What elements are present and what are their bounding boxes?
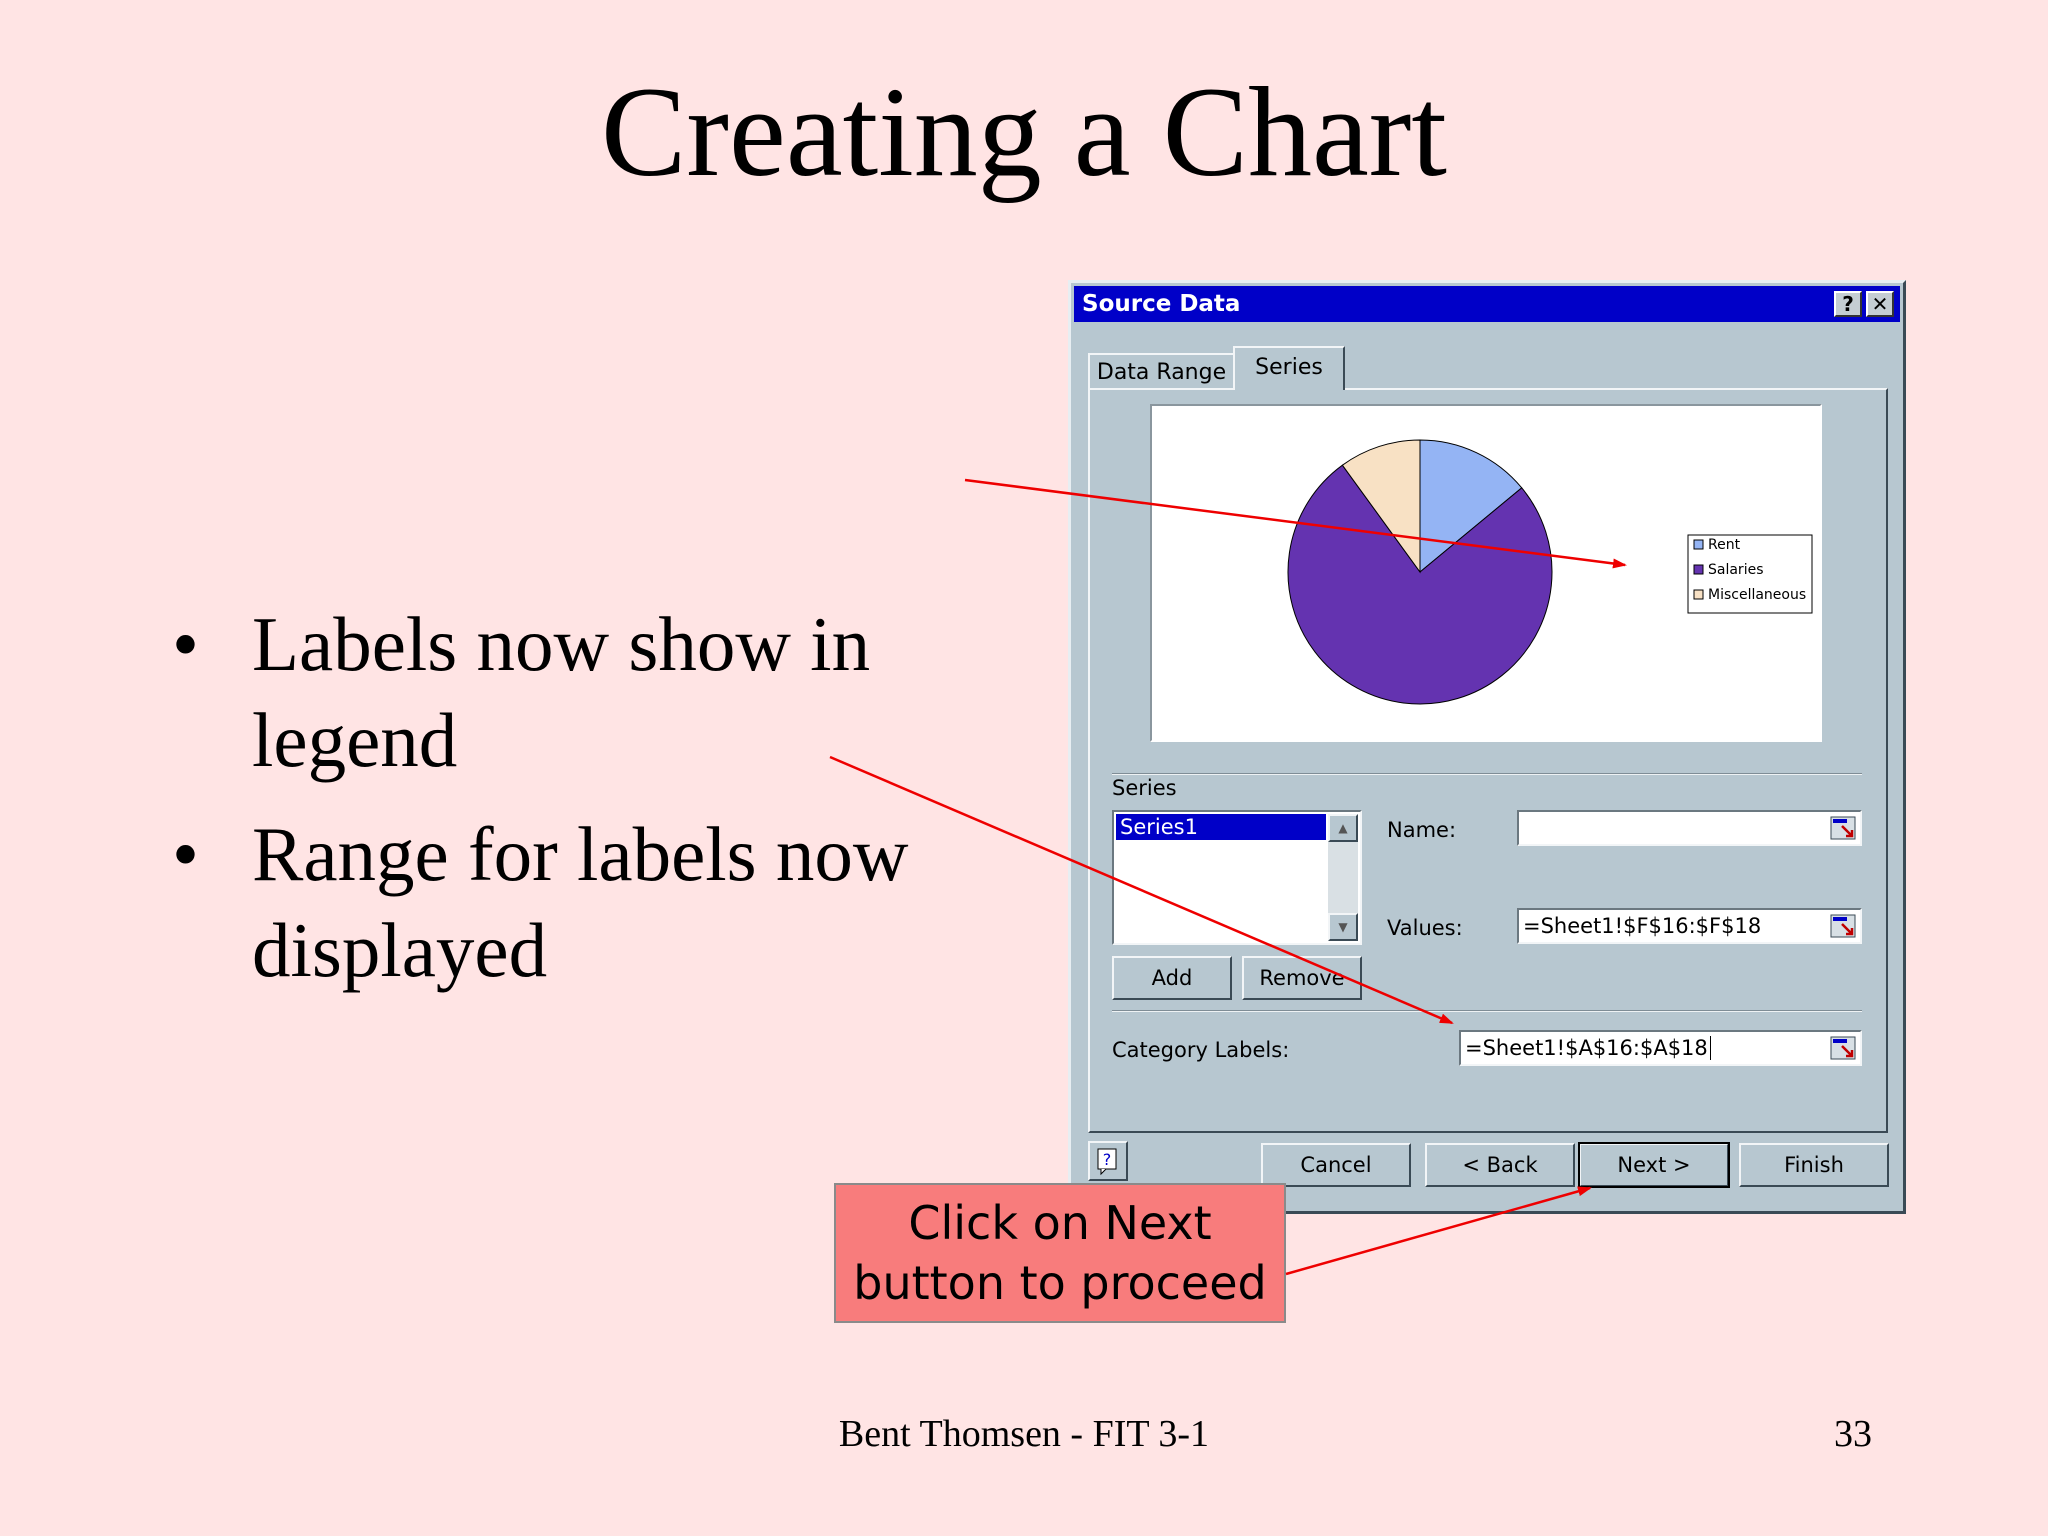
close-button[interactable]: ✕ [1866,291,1894,317]
legend-label: Miscellaneous [1708,587,1806,603]
category-labels-field-value: =Sheet1!$A$16:$A$18 [1465,1036,1708,1060]
tab-data-range[interactable]: Data Range [1088,353,1235,389]
slide-title: Creating a Chart [601,61,1447,203]
values-field-value: =Sheet1!$F$16:$F$18 [1523,914,1762,938]
tab-label: Data Range [1096,360,1227,385]
button-label: Next > [1617,1153,1691,1177]
bullet-glyph: • [172,601,199,687]
back-button[interactable]: < Back [1425,1143,1575,1187]
legend-swatch [1693,564,1704,575]
svg-text:?: ? [1103,1150,1112,1169]
callout-line: Click on Next [908,1196,1212,1250]
help-button[interactable]: ? [1834,291,1862,317]
footer-author: Bent Thomsen - FIT 3-1 [838,1413,1210,1455]
scroll-up-button[interactable]: ▲ [1328,814,1358,842]
list-item[interactable]: Series1 [1116,814,1326,840]
name-label: Name: [1387,818,1457,842]
legend-swatch [1693,589,1704,600]
arrow-down-icon: ▼ [1338,920,1348,934]
question-mark-icon: ? [1842,292,1854,316]
bullet-item: • Labels now show in legend [172,596,932,788]
legend-label: Salaries [1708,562,1764,578]
button-label: Cancel [1300,1153,1372,1177]
name-field[interactable] [1517,810,1862,846]
bullet-glyph: • [172,811,199,897]
bullet-list: • Labels now show in legend • Range for la… [172,596,932,1016]
button-label: Finish [1784,1153,1844,1177]
legend-swatch [1693,539,1704,550]
tab-series[interactable]: Series [1233,346,1345,390]
bullet-item: • Range for labels now displayed [172,806,932,998]
office-assistant-button[interactable]: ? [1088,1141,1128,1181]
arrow-up-icon: ▲ [1338,821,1348,835]
series-listbox[interactable]: Series1 ▲ ▼ [1112,810,1362,945]
next-button[interactable]: Next > [1578,1142,1730,1188]
button-label: < Back [1462,1153,1538,1177]
remove-series-button[interactable]: Remove [1242,956,1362,1000]
button-label: Add [1151,966,1193,990]
finish-button[interactable]: Finish [1739,1143,1889,1187]
legend-label: Rent [1708,537,1741,553]
assistant-help-icon: ? [1097,1148,1117,1176]
divider [1112,773,1862,775]
page-number: 33 [1834,1413,1872,1455]
bullet-text: Labels now show in legend [252,601,871,783]
cancel-button[interactable]: Cancel [1261,1143,1411,1187]
dialog-titlebar[interactable]: Source Data ? ✕ [1074,286,1900,322]
divider [1112,1010,1862,1012]
button-label: Remove [1259,966,1345,990]
dialog-title: Source Data [1082,291,1241,317]
bullet-text: Range for labels now displayed [252,811,909,993]
chart-legend [1687,534,1813,614]
callout-line: button to proceed [853,1256,1267,1310]
series-group-label: Series [1112,776,1177,800]
category-labels-label: Category Labels: [1112,1038,1290,1062]
collapse-dialog-icon[interactable] [1830,816,1856,840]
add-series-button[interactable]: Add [1112,956,1232,1000]
close-icon: ✕ [1871,292,1889,316]
category-labels-field[interactable]: =Sheet1!$A$16:$A$18 [1459,1030,1862,1066]
tab-label: Series [1255,355,1323,380]
values-label: Values: [1387,916,1463,940]
collapse-dialog-icon[interactable] [1830,1036,1856,1060]
callout-box: Click on Next button to proceed [834,1183,1286,1323]
values-field[interactable]: =Sheet1!$F$16:$F$18 [1517,908,1862,944]
text-cursor [1709,1036,1711,1060]
listbox-scrollbar[interactable]: ▲ ▼ [1328,814,1358,941]
scroll-down-button[interactable]: ▼ [1328,913,1358,941]
collapse-dialog-icon[interactable] [1830,914,1856,938]
